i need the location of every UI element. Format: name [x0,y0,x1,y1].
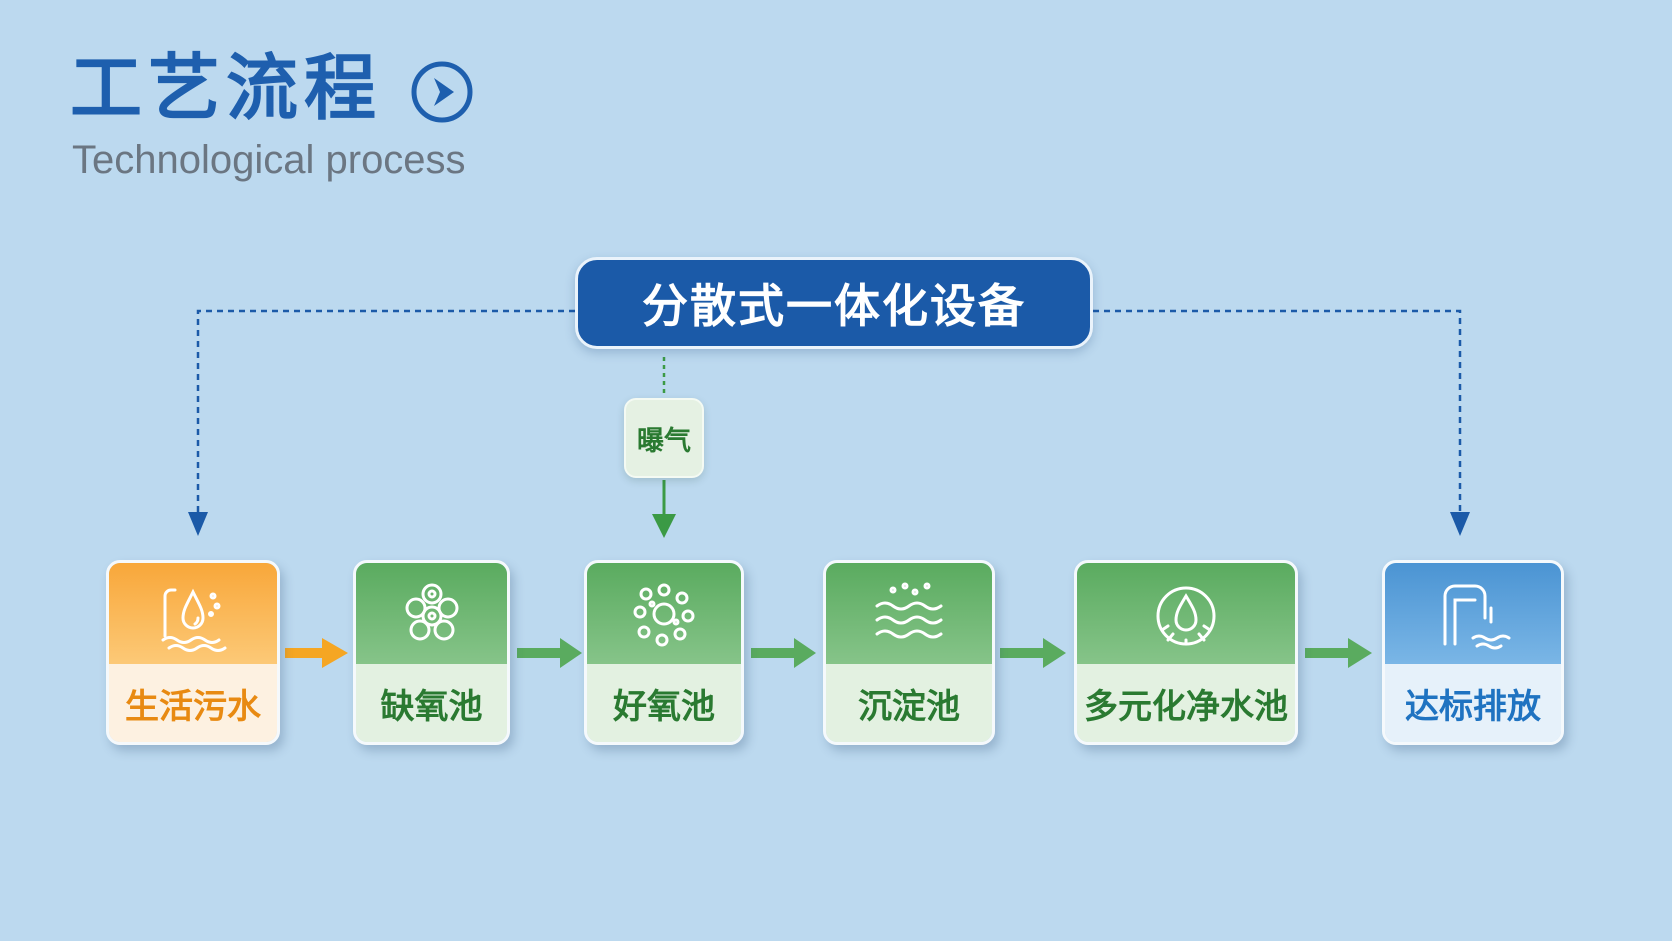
step-label: 达标排放 [1385,664,1561,742]
equipment-banner: 分散式一体化设备 [575,257,1093,349]
step-discharge: 达标排放 [1382,560,1564,745]
sedimentation-waves-icon [875,582,943,638]
flow-arrow-1 [285,638,348,668]
step-anoxic-tank: 缺氧池 [353,560,510,745]
step-label: 生活污水 [109,664,277,742]
step-purification-tank: 多元化净水池 [1074,560,1298,745]
aerobic-bubbles-icon [633,583,695,646]
chevron-right-circle-icon [411,61,473,123]
flow-arrow-4 [1000,638,1066,668]
aeration-box: 曝气 [624,398,704,478]
page-title: 工艺流程 [70,46,383,130]
step-label: 沉淀池 [826,664,992,742]
step-label: 缺氧池 [356,664,507,742]
flow-arrow-3 [751,638,816,668]
aeration-connector [652,357,676,538]
step-sedimentation-tank: 沉淀池 [823,560,995,745]
dashed-connector-left [188,309,575,536]
page-subtitle: Technological process [72,138,466,182]
purification-drop-icon [1156,586,1216,645]
step-label: 多元化净水池 [1077,664,1295,742]
anoxic-bubbles-icon [405,583,458,640]
step-aerobic-tank: 好氧池 [584,560,744,745]
flow-arrow-2 [517,638,582,668]
step-label: 好氧池 [587,664,741,742]
step-sewage: 生活污水 [106,560,280,745]
sewage-drop-icon [161,588,227,652]
dashed-connector-right [1093,309,1470,536]
flow-arrow-5 [1305,638,1372,668]
discharge-pipe-icon [1443,584,1511,649]
